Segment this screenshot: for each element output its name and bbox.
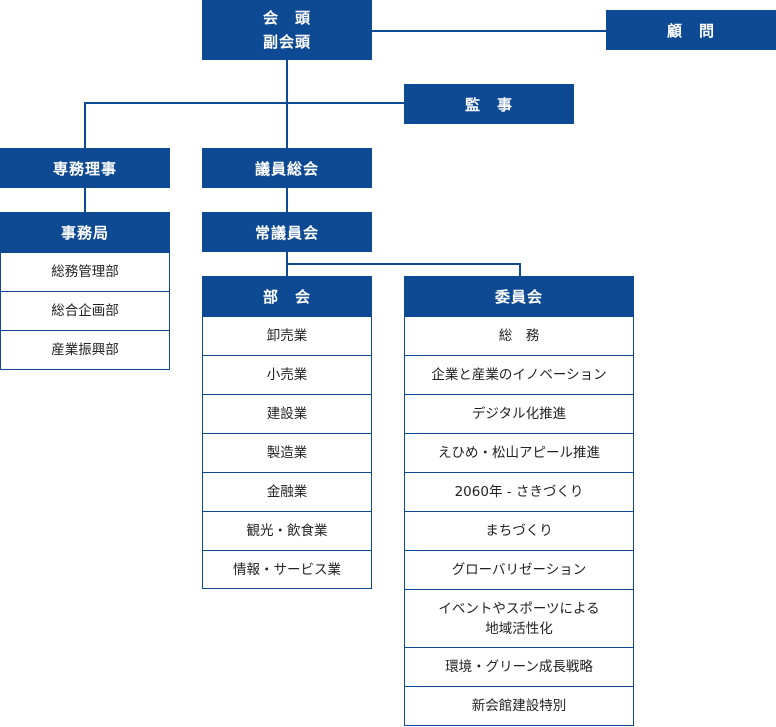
chairman-label: 会 頭 (262, 9, 311, 27)
secretariat-header: 事務局 (0, 212, 170, 252)
division-item-label: 情報・サービス業 (233, 561, 341, 578)
auditor-box: 監 事 (404, 84, 574, 124)
general-assembly-box: 議員総会 (202, 148, 372, 188)
division-item: 金融業 (202, 472, 372, 512)
vice-chairman-label: 副会頭 (262, 33, 311, 51)
connector-left-down (84, 102, 86, 148)
committee-item: イベントやスポーツによる 地域活性化 (404, 589, 634, 648)
auditor-label: 監 事 (464, 95, 513, 114)
committee-item-label: 企業と産業のイノベーション (431, 367, 607, 383)
executive-director-box: 専務理事 (0, 148, 170, 188)
secretariat-item-label: 総合企画部 (51, 303, 119, 319)
connector-exec-secretariat (84, 188, 86, 212)
division-item-label: 卸売業 (266, 328, 308, 344)
secretariat-item: 総合企画部 (0, 291, 170, 331)
division-item-label: 建設業 (266, 406, 308, 422)
committee-item-label: 2060年 - さきづくり (454, 484, 584, 500)
secretariat-item: 総務管理部 (0, 252, 170, 292)
connector-standing-committee-h (287, 263, 521, 265)
committee-item: 2060年 - さきづくり (404, 472, 634, 512)
divisions-title: 部 会 (262, 287, 311, 306)
division-item: 小売業 (202, 355, 372, 395)
division-item: 建設業 (202, 394, 372, 434)
division-item: 製造業 (202, 433, 372, 473)
general-assembly-label: 議員総会 (254, 159, 319, 178)
division-item: 観光・飲食業 (202, 511, 372, 551)
committee-item: まちづくり (404, 511, 634, 551)
committee-item-label: まちづくり (485, 523, 553, 539)
division-item: 卸売業 (202, 316, 372, 356)
connector-horizontal-left-auditor (85, 102, 404, 104)
committee-item: 新会館建設特別 (404, 686, 634, 726)
advisor-box: 顧 問 (606, 10, 776, 50)
committee-item-label: 新会館建設特別 (471, 698, 567, 714)
advisor-label: 顧 問 (666, 21, 715, 40)
division-item-label: 金融業 (266, 484, 308, 500)
committee-item-label: 環境・グリーン成長戦略 (445, 659, 593, 675)
secretariat-item-label: 総務管理部 (51, 264, 119, 280)
committee-item: 企業と産業のイノベーション (404, 355, 634, 395)
committee-item: 総 務 (404, 316, 634, 356)
committee-item-label-line1: イベントやスポーツによる (438, 600, 600, 617)
committee-item-label: えひめ・松山アピール推進 (438, 445, 600, 461)
committee-item: グローバリゼーション (404, 550, 634, 590)
connector-assembly-standing (286, 188, 288, 212)
committees-header: 委員会 (404, 276, 634, 316)
division-item-label: 観光・飲食業 (246, 523, 328, 539)
secretariat-item-label: 産業振興部 (51, 342, 119, 358)
committees-title: 委員会 (494, 287, 543, 306)
standing-committee-box: 常議員会 (202, 212, 372, 252)
division-item-label: 製造業 (266, 445, 308, 461)
committee-item: えひめ・松山アピール推進 (404, 433, 634, 473)
division-item-label: 小売業 (266, 367, 308, 383)
committee-item: デジタル化推進 (404, 394, 634, 434)
executive-director-label: 専務理事 (52, 159, 117, 178)
secretariat-title: 事務局 (60, 223, 109, 242)
connector-committee-down (519, 263, 521, 276)
connector-trunk-top (286, 60, 288, 148)
committee-item-label: デジタル化推進 (471, 406, 567, 422)
chairman-box: 会 頭 副会頭 (202, 0, 372, 60)
committee-item: 環境・グリーン成長戦略 (404, 647, 634, 687)
division-item: 情報・サービス業 (202, 550, 372, 589)
committee-item-label-line2: 地域活性化 (485, 620, 553, 637)
divisions-header: 部 会 (202, 276, 372, 316)
secretariat-item: 産業振興部 (0, 330, 170, 370)
connector-top-advisor (372, 30, 608, 32)
committee-item-label: 総 務 (498, 328, 540, 344)
committee-item-label: グローバリゼーション (451, 562, 587, 578)
standing-committee-label: 常議員会 (254, 223, 319, 242)
